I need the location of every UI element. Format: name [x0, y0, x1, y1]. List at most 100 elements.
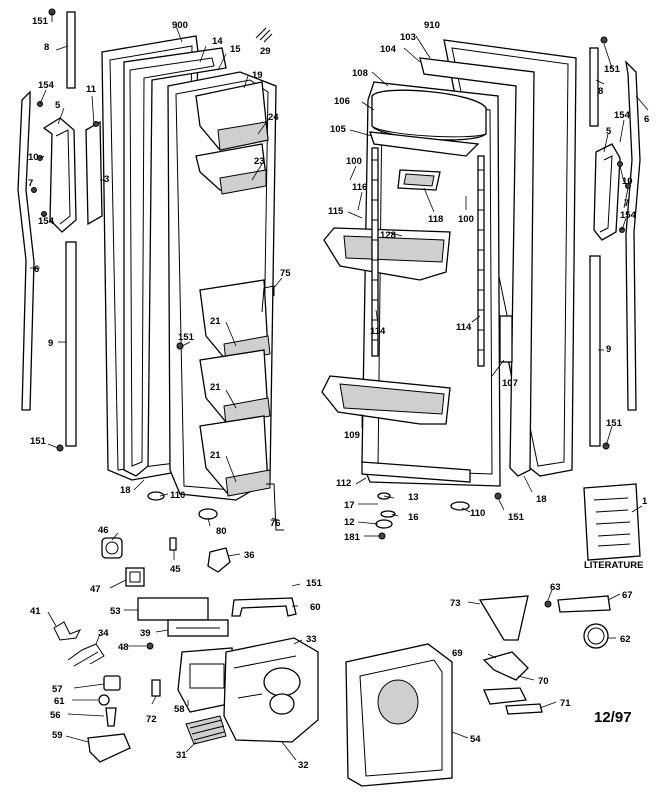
label-23: 23 — [254, 156, 265, 167]
label-80: 80 — [216, 526, 227, 537]
label-3: 3 — [104, 174, 109, 185]
label-56: 56 — [50, 710, 61, 721]
literature-booklet: LITERATURE — [583, 483, 643, 571]
label-10-left: 10 — [28, 152, 39, 163]
label-109: 109 — [344, 430, 360, 441]
part-70-arm — [483, 687, 527, 705]
label-154-lower-right: 154 — [620, 210, 637, 221]
part-number-labels: 900 14 15 29 19 151 8 11 154 5 10 3 7 15… — [28, 16, 649, 771]
label-54: 54 — [470, 734, 481, 745]
label-21-bottom: 21 — [210, 450, 221, 461]
label-154-upper-right: 154 — [614, 110, 631, 121]
part-53-plate — [137, 597, 209, 621]
label-151-dispenser: 151 — [306, 578, 323, 589]
label-128: 128 — [380, 230, 396, 241]
part-56-spring — [105, 707, 117, 727]
part-110-hinge-cap — [147, 491, 165, 501]
label-7-right: 7 — [624, 198, 629, 209]
part-80-bushing — [198, 508, 218, 520]
fresh-food-handle-trim — [589, 36, 641, 450]
part-72-clip — [151, 679, 161, 697]
label-33: 33 — [306, 634, 317, 645]
label-181: 181 — [344, 532, 361, 543]
part-67-bracket — [557, 595, 611, 613]
label-6-right: 6 — [644, 114, 649, 125]
label-154-upper-left: 154 — [38, 80, 55, 91]
label-41: 41 — [30, 606, 41, 617]
label-11: 11 — [86, 84, 97, 95]
label-151-right-lower: 151 — [606, 418, 623, 429]
shelf-rail-left — [371, 147, 379, 357]
label-67: 67 — [622, 590, 633, 601]
door-bins — [321, 169, 451, 425]
shelf-rail-right — [477, 155, 485, 367]
part-46-switch — [101, 537, 123, 559]
label-75: 75 — [280, 268, 291, 279]
label-114-right: 114 — [456, 322, 472, 333]
label-114-left: 114 — [370, 326, 386, 337]
dispenser-cover — [345, 643, 453, 787]
part-60-handle — [231, 597, 297, 617]
rail-ticks — [372, 159, 484, 351]
label-8-right: 8 — [598, 86, 603, 97]
label-47: 47 — [90, 584, 101, 595]
label-60: 60 — [310, 602, 321, 613]
label-48: 48 — [118, 642, 129, 653]
bottom-trim-112 — [361, 461, 471, 483]
label-21-top: 21 — [210, 316, 221, 327]
label-34: 34 — [98, 628, 109, 639]
label-151-left-bottom: 151 — [30, 436, 47, 447]
label-72: 72 — [146, 714, 157, 725]
label-103: 103 — [400, 32, 416, 43]
label-31: 31 — [176, 750, 187, 761]
freezer-door-gasket — [123, 47, 227, 477]
part-61-knob — [98, 694, 110, 706]
label-105: 105 — [330, 124, 347, 135]
part-59-pad — [87, 733, 131, 763]
part-71-pin — [505, 703, 543, 715]
freezer-lower-bins — [199, 279, 271, 497]
part-34-harness — [67, 643, 105, 667]
label-110-left: 110 — [170, 490, 185, 501]
label-9-left: 9 — [48, 338, 53, 349]
label-21-mid: 21 — [210, 382, 221, 393]
part-76-rod — [266, 483, 284, 531]
label-106: 106 — [334, 96, 350, 107]
label-39: 39 — [140, 628, 151, 639]
label-9-right: 9 — [606, 344, 611, 355]
part-36-bracket — [207, 547, 231, 573]
trim-strip-8 — [66, 11, 76, 89]
label-910: 910 — [424, 20, 440, 31]
part-45-clip — [169, 537, 177, 551]
label-115: 115 — [328, 206, 344, 217]
part-110-hinge-cap-right — [450, 501, 470, 511]
label-151-right-bottom: 151 — [508, 512, 525, 523]
label-7-left: 7 — [28, 178, 33, 189]
label-58: 58 — [174, 704, 185, 715]
label-1: 1 — [642, 496, 648, 507]
label-15: 15 — [230, 44, 241, 55]
label-107: 107 — [502, 378, 518, 389]
label-12: 12 — [344, 517, 355, 528]
label-45: 45 — [170, 564, 181, 575]
dairy-compartment — [369, 89, 487, 157]
label-70: 70 — [538, 676, 549, 687]
label-6-left: 6 — [34, 264, 39, 275]
label-110-right: 110 — [470, 508, 485, 519]
label-5-right: 5 — [606, 126, 612, 137]
part-69-lever — [482, 651, 529, 681]
label-32: 32 — [298, 760, 309, 771]
label-53: 53 — [110, 606, 121, 617]
label-108: 108 — [352, 68, 368, 79]
part-151-screw-right — [494, 492, 502, 500]
label-118: 118 — [428, 214, 443, 225]
label-17: 17 — [344, 500, 355, 511]
part-41-wire — [53, 621, 82, 641]
label-104: 104 — [380, 44, 397, 55]
label-18-left: 18 — [120, 485, 131, 496]
part-57-cube — [103, 675, 121, 691]
label-900: 900 — [172, 20, 188, 31]
label-62: 62 — [620, 634, 631, 645]
label-36: 36 — [244, 550, 255, 561]
